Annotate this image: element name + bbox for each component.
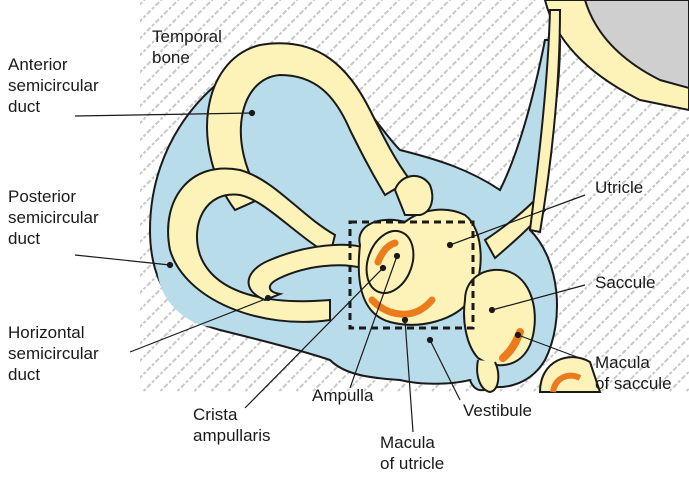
- label-posterior-duct: Posterior semicircular duct: [8, 186, 99, 249]
- label-macula-utricle: Macula of utricle: [380, 432, 444, 474]
- label-temporal-bone: Temporal bone: [152, 26, 222, 68]
- label-crista-ampullaris: Crista ampullaris: [193, 404, 270, 446]
- label-ampulla: Ampulla: [312, 385, 373, 406]
- label-vestibule: Vestibule: [463, 400, 532, 421]
- label-anterior-duct: Anterior semicircular duct: [8, 54, 99, 117]
- label-utricle: Utricle: [595, 177, 643, 198]
- label-horizontal-duct: Horizontal semicircular duct: [8, 322, 99, 385]
- label-macula-saccule: Macula of saccule: [595, 352, 672, 394]
- label-saccule: Saccule: [595, 272, 655, 293]
